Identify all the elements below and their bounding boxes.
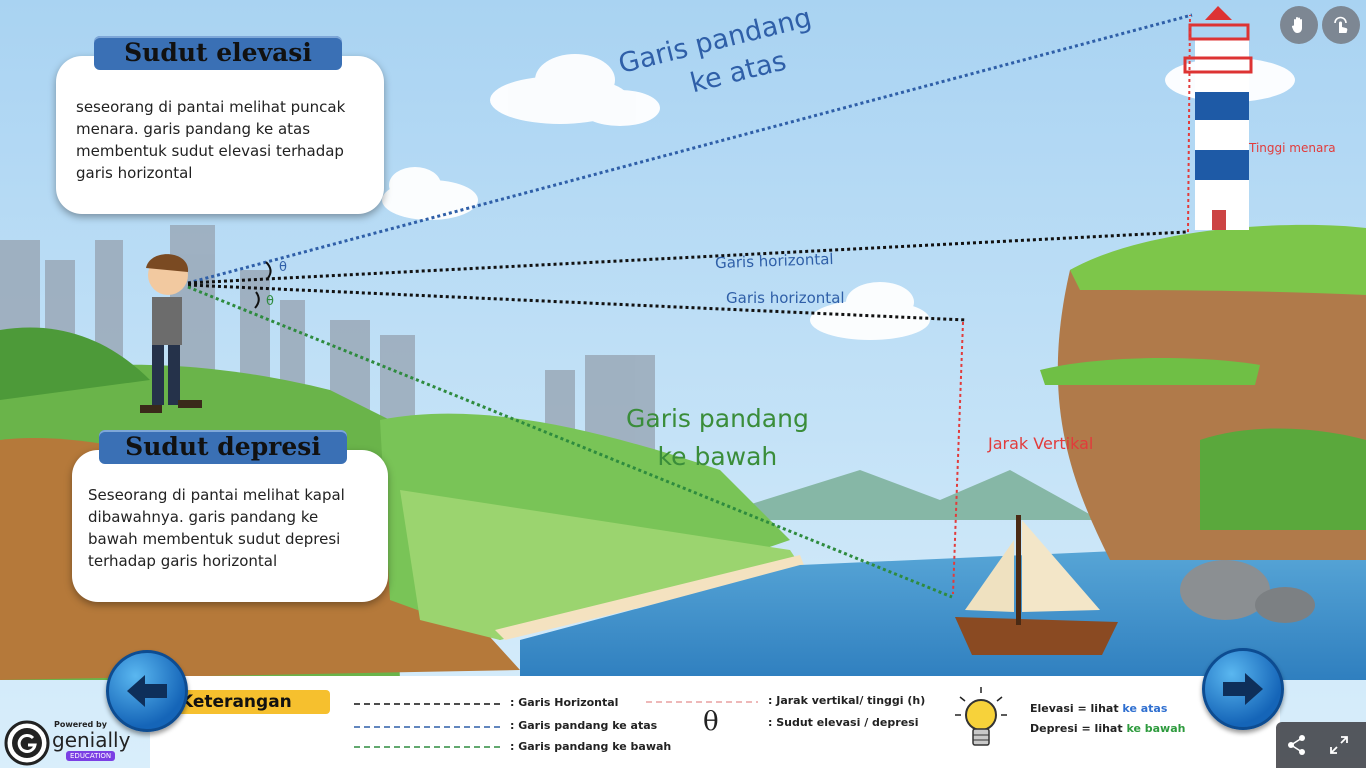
boat — [955, 515, 1118, 655]
label-tower-height: Tinggi menara — [1249, 141, 1336, 155]
legend-line-samples — [354, 703, 500, 748]
share-toolbar — [1276, 722, 1366, 768]
legend-angle: : Sudut elevasi / depresi — [768, 716, 919, 729]
legend-vertical-sample — [646, 701, 758, 703]
boy-figure — [140, 254, 202, 413]
label-horizontal-2: Garis horizontal — [726, 289, 845, 307]
depresi-card: Seseorang di pantai melihat kapal dibawa… — [72, 450, 388, 602]
hand-icon — [1291, 17, 1302, 33]
depresi-text: Seseorang di pantai melihat kapal dibawa… — [88, 486, 345, 570]
elevasi-title: Sudut elevasi — [94, 36, 342, 70]
genially-branding[interactable]: Powered by genially EDUCATION — [4, 718, 134, 766]
label-vertical-distance: Jarak Vertikal — [988, 434, 1094, 453]
label-garis-pandang-bawah: Garis pandang ke bawah — [626, 400, 809, 476]
touch-button[interactable] — [1322, 6, 1360, 44]
theta-depression: θ — [266, 294, 274, 309]
previous-button[interactable] — [106, 650, 188, 732]
genially-badge: EDUCATION — [66, 751, 116, 761]
legend-title: Keterangan — [176, 690, 330, 714]
legend-panel — [150, 676, 1280, 768]
legend-theta-symbol: θ — [703, 707, 719, 737]
legend-down: : Garis pandang ke bawah — [510, 740, 672, 753]
theta-elevation: θ — [279, 260, 287, 275]
legend-horizontal: : Garis Horizontal — [510, 696, 619, 709]
legend-elevasi-highlight: ke atas — [1122, 702, 1168, 715]
lighthouse — [1183, 6, 1253, 230]
legend-depresi-prefix: Depresi = lihat — [1030, 722, 1127, 735]
legend-elevasi: Elevasi = lihat ke atas — [1030, 702, 1167, 715]
legend-depresi-highlight: ke bawah — [1126, 722, 1186, 735]
legend-depresi: Depresi = lihat ke bawah — [1030, 722, 1185, 735]
powered-by: Powered by — [54, 720, 107, 729]
hand-button[interactable] — [1280, 6, 1318, 44]
elevasi-card: seseorang di pantai melihat puncak menar… — [56, 56, 384, 214]
legend-up: : Garis pandang ke atas — [510, 719, 658, 732]
label-down-line-1: Garis pandang — [626, 404, 809, 433]
label-down-line-2: ke bawah — [657, 442, 778, 471]
arrow-right-icon — [1223, 673, 1263, 705]
next-button[interactable] — [1202, 648, 1284, 730]
legend-vertical: : Jarak vertikal/ tinggi (h) — [768, 694, 926, 707]
elevasi-text: seseorang di pantai melihat puncak menar… — [76, 98, 346, 182]
fullscreen-icon[interactable] — [1328, 734, 1350, 756]
legend-elevasi-prefix: Elevasi = lihat — [1030, 702, 1123, 715]
genially-name: genially — [52, 728, 131, 752]
arrow-left-icon — [127, 675, 167, 707]
share-icon[interactable] — [1286, 734, 1308, 756]
depresi-title: Sudut depresi — [99, 430, 347, 464]
genially-logo-icon — [4, 720, 50, 766]
touch-icon — [1334, 16, 1348, 33]
lightbulb-icon — [955, 687, 1007, 746]
